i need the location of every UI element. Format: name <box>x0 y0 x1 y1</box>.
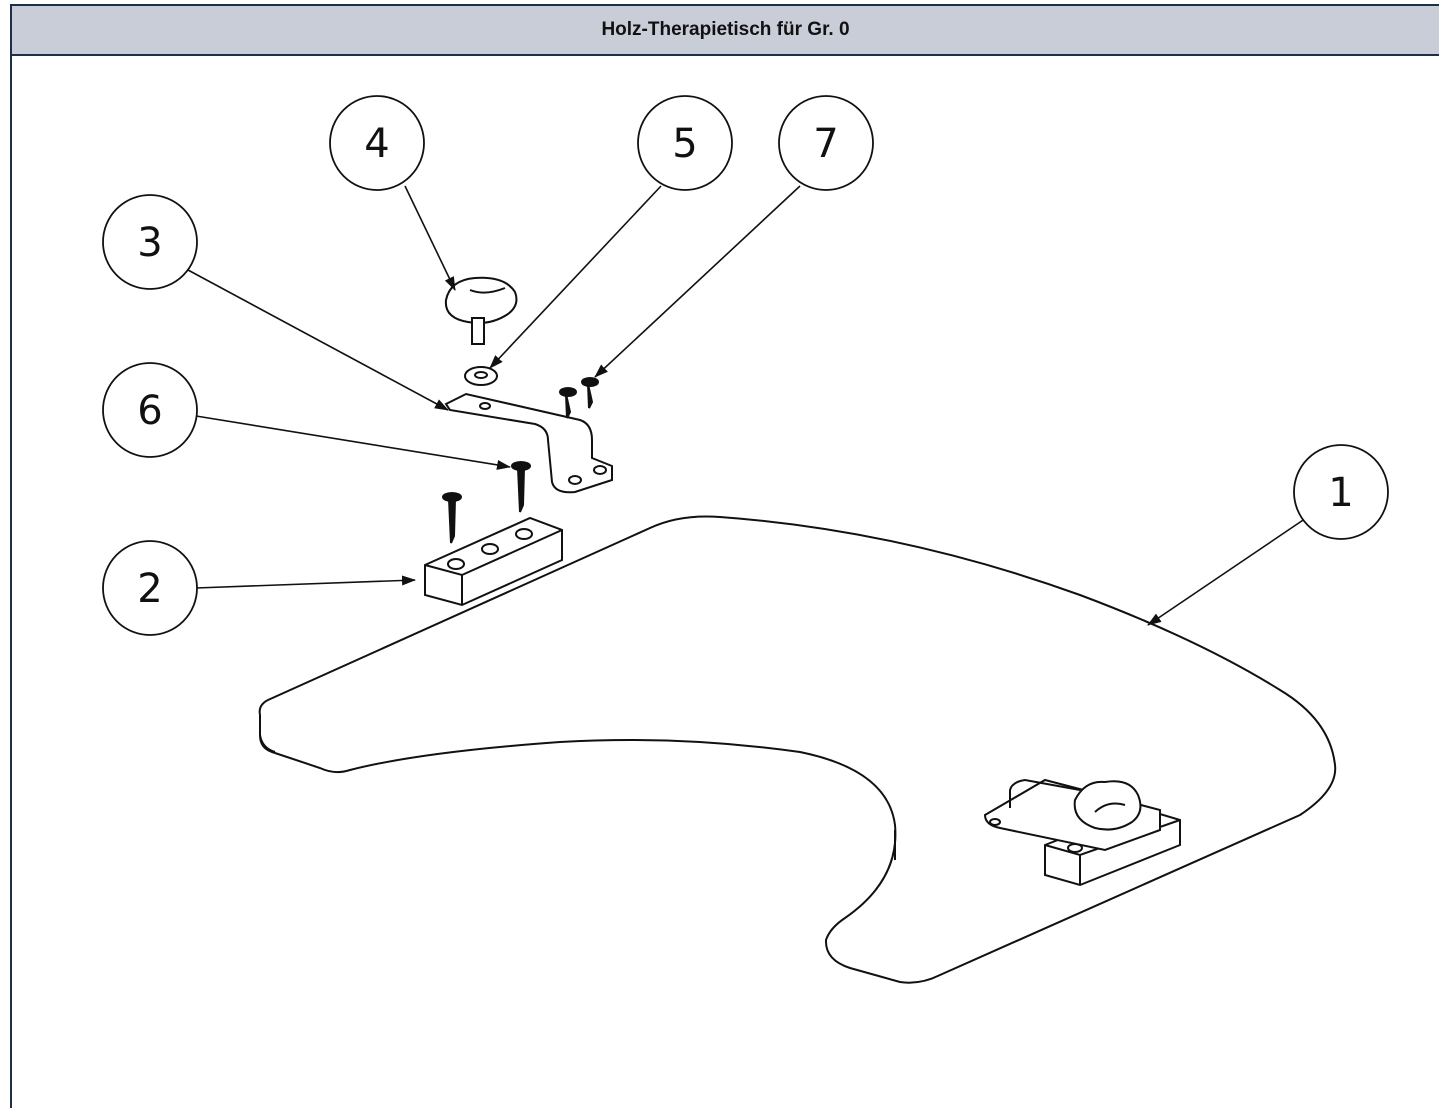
title-bar: Holz-Therapietisch für Gr. 0 <box>12 6 1439 56</box>
callout-6: 6 <box>102 362 198 458</box>
callout-3: 3 <box>102 194 198 290</box>
wood-block-part <box>424 516 563 607</box>
svg-text:6: 6 <box>137 388 162 434</box>
callout-4: 4 <box>329 95 425 191</box>
svg-text:1: 1 <box>1328 470 1353 516</box>
svg-text:5: 5 <box>672 121 697 167</box>
callout-1: 1 <box>1293 444 1389 540</box>
knob-part <box>444 276 518 345</box>
callout-2: 2 <box>102 540 198 636</box>
washer-part <box>464 366 498 386</box>
svg-text:2: 2 <box>137 566 162 612</box>
svg-text:3: 3 <box>137 220 162 266</box>
callout-5: 5 <box>637 95 733 191</box>
mounted-bracket-assembly <box>983 778 1181 887</box>
table-top-part <box>258 515 1337 984</box>
metal-bracket-part <box>444 392 613 494</box>
callout-7: 7 <box>778 95 874 191</box>
diagram-title: Holz-Therapietisch für Gr. 0 <box>601 19 850 40</box>
leader-lines <box>187 185 1319 626</box>
svg-text:4: 4 <box>364 121 389 167</box>
screws <box>442 377 599 544</box>
svg-text:7: 7 <box>813 121 838 167</box>
